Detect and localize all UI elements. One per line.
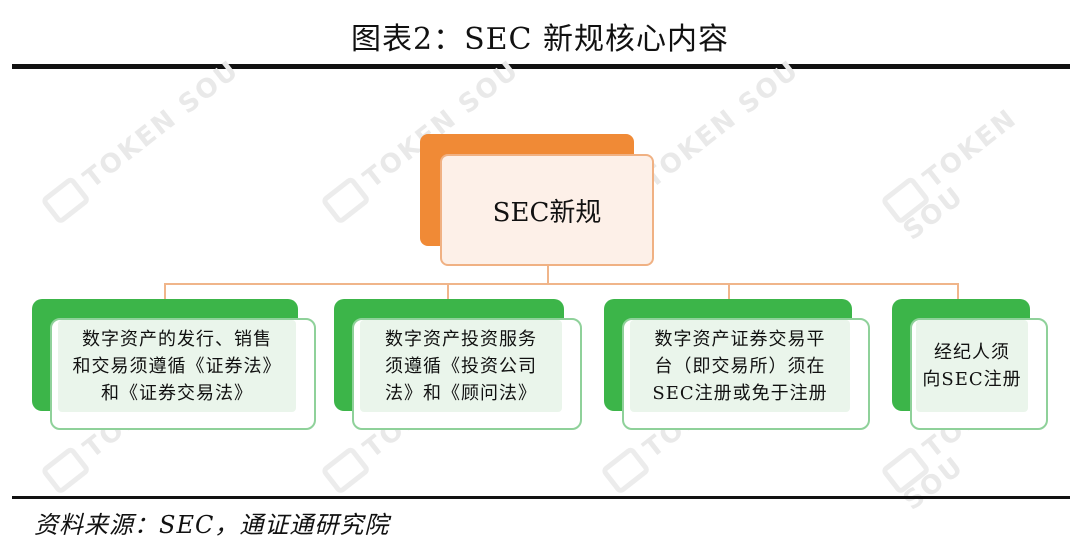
page-title: 图表2：SEC 新规核心内容 — [350, 22, 730, 57]
watermark-icon — [320, 175, 372, 226]
watermark-logo: TOKEN SOU — [880, 77, 1072, 246]
source-note: 资料来源：SEC，通证通研究院 — [34, 511, 390, 539]
connector-drop-1 — [164, 283, 166, 300]
connector-drop-3 — [728, 283, 730, 300]
root-node-label: SEC新规 — [440, 154, 654, 266]
connector-drop-2 — [447, 283, 449, 300]
watermark-logo: TOKEN SOU — [40, 54, 246, 226]
top-rule — [12, 64, 1070, 69]
connector-root-stem — [547, 264, 549, 284]
child-node-text: 数字资产投资服务 须遵循《投资公司 法》和《顾问法》 — [360, 320, 562, 412]
connector-drop-4 — [957, 283, 959, 300]
watermark-icon — [600, 445, 652, 496]
watermark-icon — [40, 445, 92, 496]
bottom-rule — [12, 496, 1070, 499]
watermark-icon — [320, 445, 372, 496]
child-node-text: 经纪人须 向SEC注册 — [916, 320, 1028, 412]
watermark-icon — [40, 175, 92, 226]
child-node-text: 数字资产证券交易平 台（即交易所）须在 SEC注册或免于注册 — [630, 320, 850, 412]
child-node-text: 数字资产的发行、销售 和交易须遵循《证券法》 和《证券交易法》 — [58, 320, 296, 412]
connector-horizontal — [164, 283, 959, 285]
